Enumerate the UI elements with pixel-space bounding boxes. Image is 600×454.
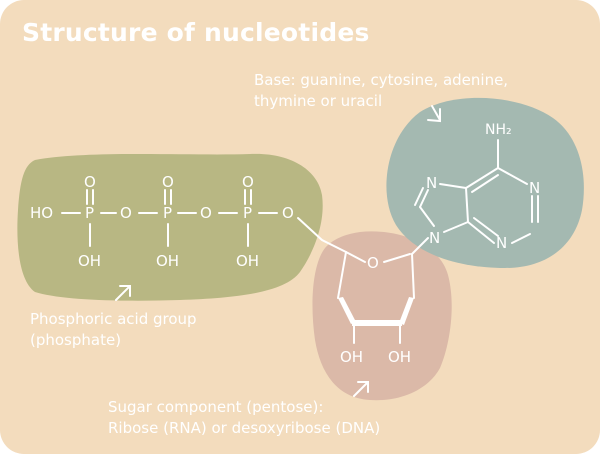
bond [465,187,469,223]
atom-oh-bottom1: OH [78,252,101,270]
bond [345,251,366,263]
bond [473,217,499,237]
bond [439,183,467,189]
atom-p3: P [243,204,252,222]
atom-n1: N [529,179,540,197]
bond [411,253,415,299]
bond [443,221,469,233]
atom-n9: N [429,229,440,247]
phosphate-caption-line2: (phosphate) [30,331,122,349]
base-arrow [427,105,441,123]
bond [383,253,411,263]
atom-n3: N [496,234,507,252]
sugar-blob [312,231,452,401]
base-caption-line1: Base: guanine, cytosine, adenine, [254,71,509,89]
atom-o-top2: O [162,173,174,191]
phosphate-caption: Phosphoric acid group (phosphate) [30,309,197,351]
base-caption-line2: thymine or uracil [254,92,383,110]
sugar-caption: Sugar component (pentose): Ribose (RNA) … [108,397,380,439]
atom-p2: P [163,204,172,222]
bond [465,167,499,189]
atom-ho: HO [30,204,53,222]
atom-o-ring: O [367,254,379,272]
ribose-wedge [399,297,414,325]
sugar-caption-line1: Sugar component (pentose): [108,398,324,416]
atom-oh-bottom2: OH [156,252,179,270]
bond [419,206,435,227]
atom-o-bridge2: O [200,204,212,222]
atom-oh-ring-left: OH [340,348,363,366]
sugar-caption-line2: Ribose (RNA) or desoxyribose (DNA) [108,419,381,437]
ribose-wedge [352,320,402,326]
atom-o-bridge3: O [282,204,294,222]
atom-n7: N [426,174,437,192]
bond [511,233,531,244]
base-caption: Base: guanine, cytosine, adenine, thymin… [254,70,508,112]
phosphate-arrow [115,285,131,301]
phosphate-caption-line1: Phosphoric acid group [30,310,197,328]
atom-o-top3: O [242,173,254,191]
bond [297,217,347,253]
bond [467,221,495,244]
ribose-wedge [338,297,356,324]
bond [471,174,499,193]
bond [411,237,429,255]
atom-o-bridge1: O [120,204,132,222]
sugar-arrow [353,381,369,397]
bond [337,251,347,299]
bond [414,187,424,206]
atom-oh-ring-right: OH [388,348,411,366]
atom-oh-bottom3: OH [236,252,259,270]
atom-o-top1: O [84,173,96,191]
bond [497,167,528,185]
page-title: Structure of nucleotides [22,18,370,47]
atom-nh2: NH₂ [485,122,512,138]
atom-p1: P [85,204,94,222]
bond [419,189,429,208]
